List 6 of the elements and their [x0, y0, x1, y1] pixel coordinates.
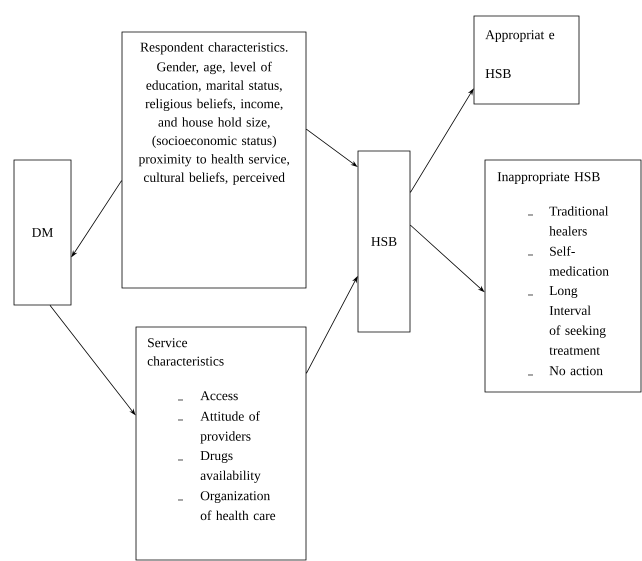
text-box: Service characteristics Access Attitude of providers Drugs availability Organization of health care [136, 326, 306, 560]
text-box: HSB [358, 150, 410, 332]
text-box: Inappropriate HSB Traditional healers Self-medication Long Interval of seeking treatment No action [484, 160, 642, 392]
text-box: Respondent characteristics. Gender, age, level of education, marital status, religious beliefs, income, and house hold size, (socioeconomic status) proximity to health service, cultural beliefs, perceived [122, 32, 306, 288]
text-box: DM [14, 160, 72, 306]
text-box: Appropriat e HSB [474, 16, 580, 104]
